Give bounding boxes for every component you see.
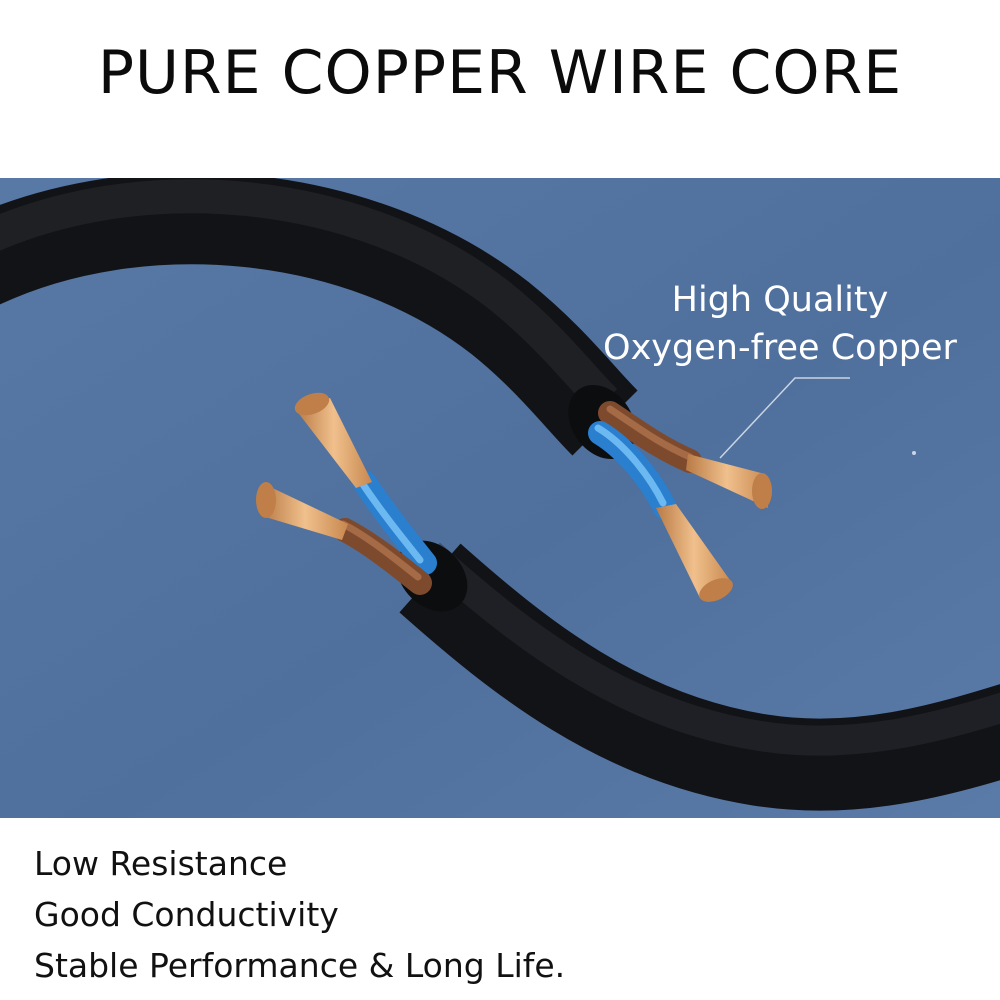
feature-item: Good Conductivity	[34, 895, 339, 934]
lower-blue-wire	[353, 471, 437, 575]
feature-item: Stable Performance & Long Life.	[34, 946, 566, 985]
lower-brown-wire	[333, 518, 432, 595]
callout-leader-line	[719, 377, 850, 459]
callout-line-1: High Quality	[671, 280, 889, 320]
callout-line-2: Oxygen-free Copper	[603, 328, 957, 368]
lower-copper-strands-up	[294, 392, 372, 488]
upper-brown-wire	[598, 401, 702, 473]
upper-copper-strands-right	[686, 454, 772, 509]
feature-list: Low Resistance Good Conductivity Stable …	[34, 838, 565, 991]
upper-blue-wire	[588, 421, 677, 520]
upper-copper-strands-down	[656, 504, 733, 602]
lower-copper-strands-left	[256, 482, 348, 540]
feature-item: Low Resistance	[34, 844, 288, 883]
headline: PURE COPPER WIRE CORE	[97, 38, 903, 108]
product-photo: High Quality Oxygen-free Copper	[0, 178, 1000, 818]
lower-cable	[396, 540, 1000, 811]
callout-text: High Quality Oxygen-free Copper	[570, 276, 990, 372]
decor-dot	[912, 451, 916, 455]
